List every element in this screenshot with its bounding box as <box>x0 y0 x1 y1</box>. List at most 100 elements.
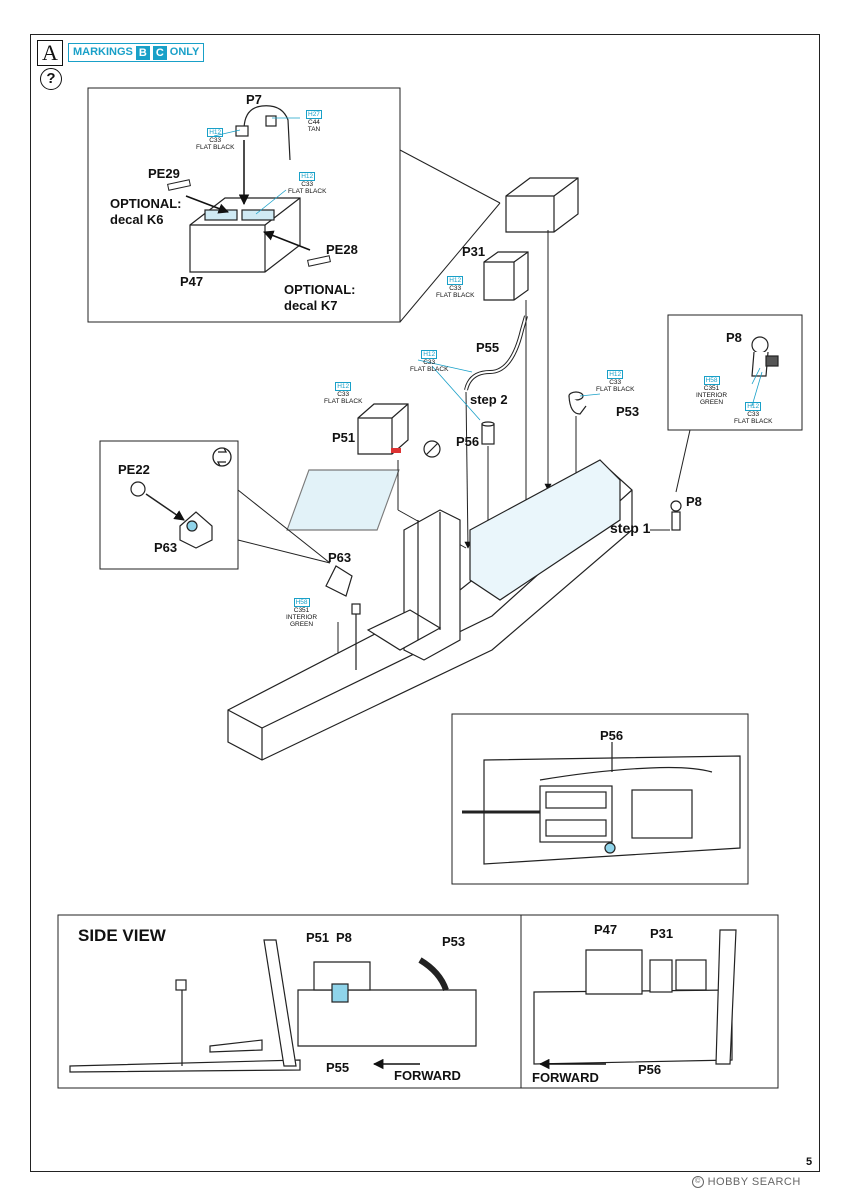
paint-h-code: H12 <box>447 276 464 285</box>
markings-suffix: ONLY <box>169 46 200 58</box>
paint-p63: H58 C351 INTERIOR GREEN <box>286 598 317 628</box>
battery-p47 <box>189 197 301 273</box>
label-p56: P56 <box>456 434 480 449</box>
copyright-icon: © <box>692 1176 704 1189</box>
label-step-1: step 1 <box>610 520 651 536</box>
paint-c-code: C44 <box>308 119 320 126</box>
label-p7: P7 <box>246 92 262 107</box>
label-p51: P51 <box>332 430 356 445</box>
p56-part <box>481 421 495 445</box>
optional-k6-line1: OPTIONAL: <box>110 196 182 211</box>
label-p55-side: P55 <box>326 1060 350 1075</box>
pe22-detail <box>130 481 213 549</box>
paint-p53: H12 C33 FLAT BLACK <box>596 370 634 393</box>
paint-h-code: H58 <box>703 376 720 385</box>
optional-k7-line1: OPTIONAL: <box>284 282 356 297</box>
paint-p55: H12 C33 FLAT BLACK <box>410 350 448 373</box>
paint-h-code: H12 <box>607 370 624 379</box>
rotate-icon <box>212 447 232 467</box>
label-pe29: PE29 <box>148 166 180 181</box>
paint-c-code: C33 <box>423 359 436 366</box>
control-stick <box>351 603 361 670</box>
label-pe28: PE28 <box>326 242 358 257</box>
paint-c-code: C351 <box>703 385 720 392</box>
paint-c-code: C33 <box>609 379 622 386</box>
step-letter: A <box>37 40 63 66</box>
paint-name-2: GREEN <box>289 621 314 628</box>
paint-p7-hose: H27 C44 TAN <box>306 110 322 133</box>
p8-detail <box>751 336 779 377</box>
pe22-callout-box <box>99 440 239 570</box>
label-p8-side: P8 <box>336 930 352 945</box>
paint-p31: H12 C33 FLAT BLACK <box>436 276 474 299</box>
label-p31-side: P31 <box>650 926 674 941</box>
paint-c-code: C351 <box>293 607 310 614</box>
p51-radio <box>357 403 441 458</box>
paint-name: FLAT BLACK <box>324 398 363 405</box>
paint-name: TAN <box>307 126 321 133</box>
paint-c-code: C33 <box>301 181 314 188</box>
paint-h-code: H58 <box>293 598 310 607</box>
side-view-box <box>57 914 779 1089</box>
side-view-left <box>69 939 477 1073</box>
pe29-strip <box>167 179 191 191</box>
paint-h-code: H12 <box>745 402 762 411</box>
paint-name: FLAT BLACK <box>436 292 475 299</box>
p8-callout-box <box>667 314 803 431</box>
paint-h-code: H12 <box>421 350 438 359</box>
page-frame <box>30 34 820 1172</box>
side-view-title: SIDE VIEW <box>78 926 166 945</box>
markings-badge: MARKINGS B C ONLY <box>68 43 205 62</box>
label-p31: P31 <box>462 244 486 259</box>
paint-h-code: H27 <box>306 110 322 119</box>
label-p63: P63 <box>328 550 352 565</box>
marking-code-c: C <box>152 45 167 60</box>
paint-p51: H12 C33 FLAT BLACK <box>324 382 362 405</box>
paint-name: FLAT BLACK <box>196 144 235 151</box>
p31-box <box>483 251 529 301</box>
paint-h-code: H12 <box>299 172 316 181</box>
pe28-strip <box>307 255 331 267</box>
label-p51-side: P51 <box>306 930 330 945</box>
help-icon: ? <box>40 68 62 90</box>
paint-name: INTERIOR <box>696 392 728 399</box>
paint-h-code: H12 <box>207 128 224 137</box>
label-p53: P53 <box>616 404 640 419</box>
label-step-2: step 2 <box>470 392 508 407</box>
paint-c-code: C33 <box>337 391 350 398</box>
label-p53-side: P53 <box>442 934 466 949</box>
marking-code-b: B <box>135 45 150 60</box>
p8-small <box>670 500 682 531</box>
paint-p8-green: H58 C351 INTERIOR GREEN <box>696 376 727 406</box>
markings-prefix: MARKINGS <box>73 46 133 58</box>
label-p63-callout: P63 <box>154 540 178 555</box>
p63-part <box>325 565 353 597</box>
label-p56-underside: P56 <box>600 728 624 743</box>
seat <box>366 509 461 661</box>
paint-name-2: GREEN <box>699 399 724 406</box>
label-p47: P47 <box>180 274 204 289</box>
paint-name: FLAT BLACK <box>596 386 635 393</box>
watermark: © HOBBY SEARCH <box>692 1176 801 1189</box>
label-pe22: PE22 <box>118 462 150 477</box>
forward-label-right: FORWARD <box>532 1070 599 1085</box>
paint-c-code: C33 <box>747 411 760 418</box>
underside-view-box <box>451 713 749 885</box>
battery-small <box>505 177 579 233</box>
paint-name: INTERIOR <box>286 614 318 621</box>
hose-p7 <box>235 105 291 161</box>
paint-name: FLAT BLACK <box>734 418 773 425</box>
paint-h-code: H12 <box>335 382 352 391</box>
paint-c-code: C33 <box>209 137 222 144</box>
label-p8: P8 <box>686 494 702 509</box>
underside-detail <box>462 742 741 865</box>
paint-name: FLAT BLACK <box>288 188 327 195</box>
paint-p7-cap: H12 C33 FLAT BLACK <box>196 128 234 151</box>
optional-k6-line2: decal K6 <box>110 212 164 227</box>
watermark-text: HOBBY SEARCH <box>707 1176 801 1188</box>
forward-label-left: FORWARD <box>394 1068 461 1083</box>
paint-name: FLAT BLACK <box>410 366 449 373</box>
paint-c-code: C33 <box>449 285 462 292</box>
label-p56-side: P56 <box>638 1062 662 1077</box>
